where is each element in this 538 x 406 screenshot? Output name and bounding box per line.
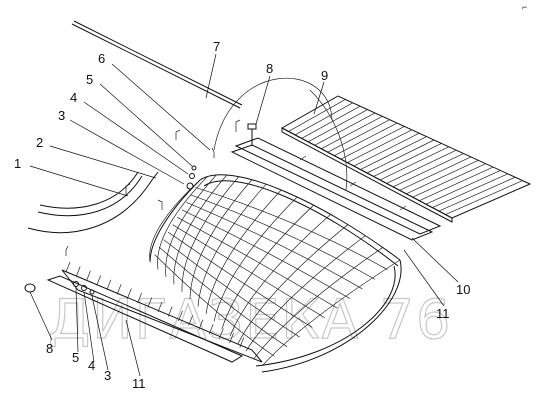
- assembly-arrows: [213, 77, 348, 191]
- concave-ribs: [65, 187, 388, 357]
- corner-mark: ⌐: [522, 2, 527, 12]
- callout-7: 7: [213, 39, 220, 54]
- callout-8: 8: [266, 61, 273, 76]
- callout-11: 11: [436, 306, 450, 321]
- leader-lines: [29, 53, 459, 377]
- callout-5-bottom: 5: [72, 350, 79, 365]
- callout-4: 4: [70, 90, 77, 105]
- callout-6: 6: [98, 51, 105, 66]
- callout-3: 3: [58, 108, 65, 123]
- rod-part: [71, 20, 243, 109]
- watermark-text: ДИГАЗЕКА 76: [48, 288, 452, 351]
- bolt-icon: [247, 123, 257, 146]
- callout-10: 10: [456, 282, 470, 297]
- callout-4-bottom: 4: [88, 358, 95, 373]
- callout-2: 2: [36, 135, 43, 150]
- hinge-rail: [230, 137, 442, 241]
- callout-3-bottom: 3: [104, 368, 111, 383]
- callout-5: 5: [86, 72, 93, 87]
- callout-numbers: 1 2 3 4 5 6 7 8 9 10 11 8 5 4 3 11: [14, 39, 470, 391]
- callout-9: 9: [321, 68, 328, 83]
- spring-rods: [27, 171, 159, 234]
- fastener-stack: [186, 165, 197, 190]
- callout-1: 1: [14, 156, 21, 171]
- callout-8-bottom: 8: [46, 341, 53, 356]
- grate-panel: [280, 95, 532, 223]
- callout-11-bottom: 11: [132, 376, 146, 391]
- bracket-marks: [65, 119, 241, 256]
